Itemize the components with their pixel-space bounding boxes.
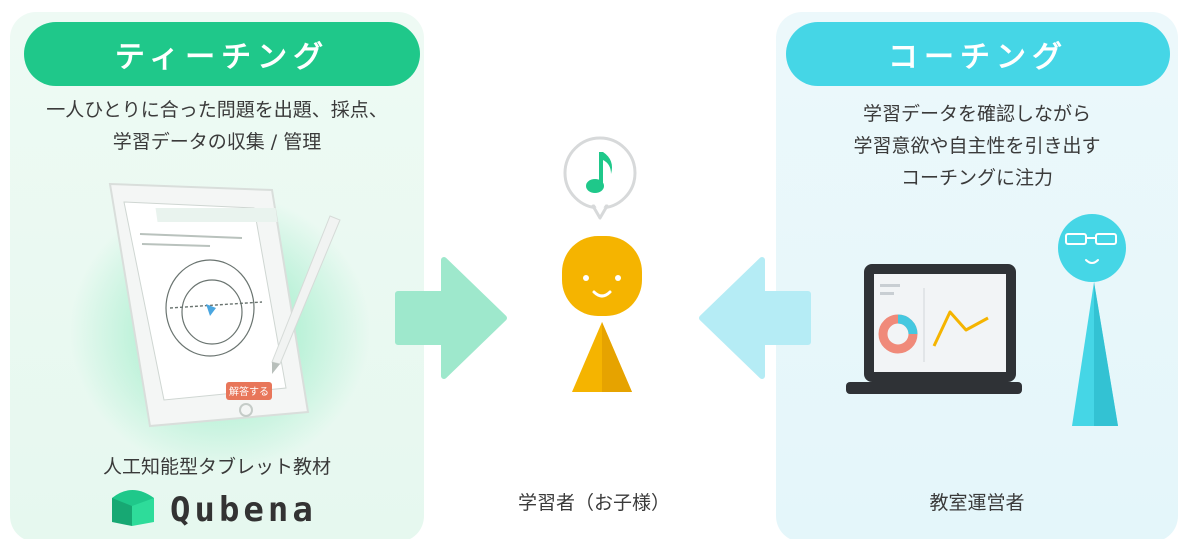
teacher-figure xyxy=(1058,214,1126,426)
coaching-title: コーチング xyxy=(786,22,1170,86)
coaching-caption: 教室運営者 xyxy=(929,492,1025,514)
teaching-description: 一人ひとりに合った問題を出題、採点、 学習データの収集 / 管理 xyxy=(46,99,388,153)
arrow-right-icon xyxy=(395,257,507,379)
tablet-illustration: 解答する xyxy=(70,182,370,472)
learner-caption: 学習者（お子様） xyxy=(517,492,670,514)
teaching-panel: ティーチング 一人ひとりに合った問題を出題、採点、 学習データの収集 / 管理 … xyxy=(10,12,424,539)
qubena-logo-icon xyxy=(112,490,154,526)
qubena-logo-text: Qubena xyxy=(170,490,317,530)
arrow-left-icon xyxy=(699,257,811,379)
coaching-description: 学習データを確認しながら 学習意欲や自主性を引き出す コーチングに注力 xyxy=(853,103,1101,189)
speech-bubble xyxy=(563,136,637,220)
product-caption: 人工知能型タブレット教材 xyxy=(102,456,331,478)
tablet-answer-button: 解答する xyxy=(229,385,269,398)
music-note-icon xyxy=(586,152,612,193)
laptop-illustration xyxy=(846,264,1022,394)
learner-figure xyxy=(562,236,642,392)
teaching-title: ティーチング xyxy=(24,22,420,86)
glasses-icon xyxy=(1065,233,1117,245)
coaching-panel: コーチング 学習データを確認しながら 学習意欲や自主性を引き出す コーチングに注… xyxy=(776,12,1178,539)
